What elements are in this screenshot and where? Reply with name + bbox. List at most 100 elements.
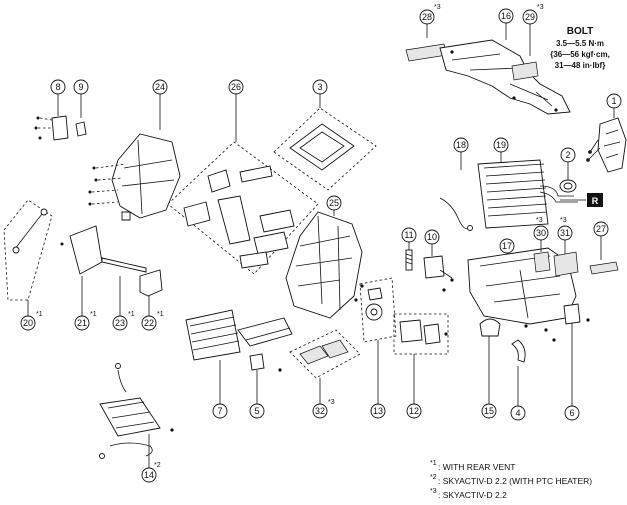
svg-text:23: 23 bbox=[115, 318, 125, 328]
svg-text:2: 2 bbox=[565, 150, 570, 160]
part-30-pad bbox=[533, 240, 551, 273]
callout-14: 14 bbox=[141, 467, 157, 483]
note-1-text: : WITH REAR VENT bbox=[438, 462, 515, 472]
part-2-grommet bbox=[559, 139, 601, 193]
part-26-group bbox=[167, 94, 319, 275]
callout-30-superscript: *3 bbox=[536, 217, 543, 224]
svg-text:32: 32 bbox=[315, 406, 325, 416]
callout-13: 13 bbox=[370, 403, 386, 419]
svg-text:22: 22 bbox=[144, 318, 154, 328]
svg-text:26: 26 bbox=[231, 82, 241, 92]
part-27-strip bbox=[589, 236, 619, 275]
callout-1: 1 bbox=[606, 93, 622, 109]
callout-17: 17 bbox=[499, 238, 515, 254]
svg-text:24: 24 bbox=[155, 82, 165, 92]
part-19-evaporator bbox=[477, 152, 578, 229]
note-3-text: : SKYACTIV-D 2.2 bbox=[438, 490, 507, 500]
callout-25: 25 bbox=[326, 195, 342, 211]
svg-text:31: 31 bbox=[560, 228, 570, 238]
svg-text:19: 19 bbox=[496, 140, 506, 150]
callout-28-superscript: *3 bbox=[434, 4, 441, 11]
note-2-text: : SKYACTIV-D 2.2 (WITH PTC HEATER) bbox=[438, 476, 592, 486]
svg-text:20: 20 bbox=[23, 318, 33, 328]
svg-text:28: 28 bbox=[422, 12, 432, 22]
note-3-mark: *3 bbox=[430, 488, 437, 495]
callout-18: 18 bbox=[453, 137, 469, 153]
callout-10: 10 bbox=[424, 229, 440, 245]
svg-text:10: 10 bbox=[427, 232, 437, 242]
part-4-hose bbox=[511, 339, 526, 406]
svg-text:13: 13 bbox=[373, 406, 383, 416]
part-25-main-case bbox=[285, 210, 364, 319]
part-32-group bbox=[289, 329, 361, 404]
callout-29-superscript: *3 bbox=[537, 4, 544, 11]
svg-text:1: 1 bbox=[611, 96, 616, 106]
svg-text:11: 11 bbox=[404, 230, 413, 240]
note-2-mark: *2 bbox=[430, 474, 437, 481]
callout-20: 20 bbox=[20, 315, 36, 331]
callout-19: 19 bbox=[493, 137, 509, 153]
part-23-rod bbox=[101, 257, 147, 316]
bolt-spec-title: BOLT bbox=[567, 26, 593, 37]
callout-21-superscript: *1 bbox=[90, 311, 97, 318]
svg-text:3: 3 bbox=[317, 82, 322, 92]
callout-23-superscript: *1 bbox=[128, 311, 135, 318]
svg-text:29: 29 bbox=[525, 12, 535, 22]
note-1-mark: *1 bbox=[430, 460, 437, 467]
callout-28: 28 bbox=[419, 9, 435, 25]
svg-text:15: 15 bbox=[484, 406, 494, 416]
callout-26: 26 bbox=[228, 79, 244, 95]
part-5-clip bbox=[249, 353, 282, 404]
callout-9: 9 bbox=[73, 79, 89, 95]
svg-text:6: 6 bbox=[569, 408, 574, 418]
part-12-group bbox=[393, 313, 449, 404]
callout-31: 31 bbox=[557, 225, 573, 241]
svg-text:5: 5 bbox=[254, 406, 259, 416]
callout-11: 11 bbox=[401, 227, 417, 243]
svg-text:17: 17 bbox=[502, 241, 512, 251]
callout-30: 30 bbox=[533, 225, 549, 241]
part-20-group bbox=[3, 199, 53, 316]
callout-23: 23 bbox=[112, 315, 128, 331]
callout-32: 32 bbox=[312, 403, 328, 419]
callout-16: 16 bbox=[498, 8, 514, 24]
svg-text:16: 16 bbox=[501, 11, 511, 21]
part-9-pin bbox=[75, 94, 87, 137]
part-15-cap bbox=[479, 318, 501, 404]
callout-29: 29 bbox=[522, 9, 538, 25]
callout-27: 27 bbox=[593, 221, 609, 237]
svg-text:7: 7 bbox=[217, 406, 222, 416]
bolt-spec-line3: 31—48 in·lbf} bbox=[555, 61, 606, 70]
svg-text:14: 14 bbox=[144, 470, 154, 480]
callout-7: 7 bbox=[212, 403, 228, 419]
callout-6: 6 bbox=[564, 405, 580, 421]
callout-22-superscript: *1 bbox=[157, 311, 164, 318]
part-13-group bbox=[359, 277, 397, 404]
svg-text:12: 12 bbox=[409, 406, 419, 416]
callout-3: 3 bbox=[312, 79, 328, 95]
part-6-connector bbox=[563, 303, 590, 406]
part-11-bolt bbox=[405, 242, 413, 271]
callout-8: 8 bbox=[50, 79, 66, 95]
svg-text:25: 25 bbox=[329, 198, 339, 208]
callout-4: 4 bbox=[510, 405, 526, 421]
bolt-spec-line1: 3.5—5.5 N·m bbox=[556, 39, 604, 48]
svg-text:8: 8 bbox=[55, 82, 60, 92]
callout-24: 24 bbox=[152, 79, 168, 95]
callout-15: 15 bbox=[481, 403, 497, 419]
part-8-motor bbox=[34, 94, 69, 141]
part-14-ptc-heater bbox=[99, 363, 174, 468]
callout-22: 22 bbox=[141, 315, 157, 331]
callout-12: 12 bbox=[406, 403, 422, 419]
callout-20-superscript: *1 bbox=[36, 311, 43, 318]
part-29-pad bbox=[511, 24, 539, 81]
part-7-heater-core bbox=[185, 309, 293, 404]
part-24-upper-case bbox=[88, 94, 181, 221]
bolt-spec-line2: {36—56 kgf·cm, bbox=[550, 50, 610, 59]
part-31-pad bbox=[553, 240, 579, 277]
svg-text:30: 30 bbox=[536, 228, 546, 238]
callout-32-superscript: *3 bbox=[328, 399, 335, 406]
